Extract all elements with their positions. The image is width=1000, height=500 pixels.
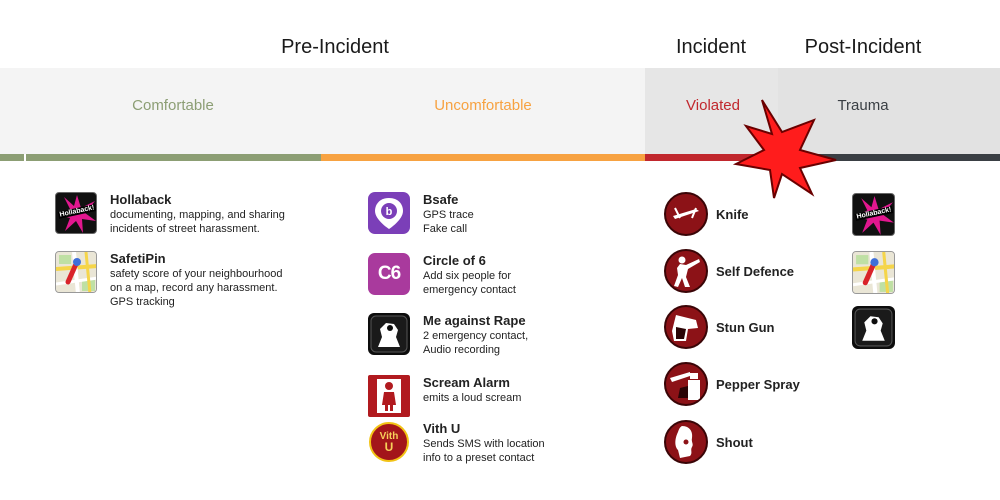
shout-icon: [664, 420, 708, 464]
tool-pepper-spray[interactable]: Pepper Spray: [664, 362, 800, 406]
circle-of-6-logo-text: C6: [377, 263, 401, 284]
app-desc-line: Fake call: [423, 223, 468, 235]
stripe-violated: [645, 154, 755, 161]
app-vith-u[interactable]: Vith U Vith U Sends SMS with location in…: [368, 421, 545, 465]
app-me-against-rape[interactable]: Me against Rape 2 emergency contact, Aud…: [368, 313, 528, 357]
vith-u-icon: Vith U: [368, 421, 410, 463]
app-desc-line: documenting, mapping, and sharing: [110, 209, 285, 221]
map-pin-icon: [55, 251, 97, 293]
app-circle-of-6[interactable]: C6 Circle of 6 Add six people for emerge…: [368, 253, 516, 297]
app-bsafe[interactable]: b Bsafe GPS trace Fake call: [368, 192, 474, 236]
app-desc-line: GPS tracking: [110, 296, 175, 308]
martial-arts-icon: [664, 249, 708, 293]
stripe-comfortable: [26, 154, 321, 161]
app-desc-line: emergency contact: [423, 284, 516, 296]
stage-label-comfortable: Comfortable: [132, 97, 214, 114]
stripe-uncomfortable: [321, 154, 645, 161]
phase-pre-incident: Pre-Incident: [281, 36, 389, 58]
svg-text:b: b: [386, 206, 393, 218]
app-desc-line: Add six people for: [423, 270, 512, 282]
app-desc-line: safety score of your neighbourhood: [110, 268, 283, 280]
map-pin-icon[interactable]: [852, 251, 895, 294]
burst-star-icon: [732, 99, 837, 199]
tool-name: Shout: [716, 434, 753, 450]
tool-name: Knife: [716, 206, 749, 222]
pepper-spray-icon: [664, 362, 708, 406]
app-desc-line: 2 emergency contact,: [423, 330, 529, 342]
tool-stun-gun[interactable]: Stun Gun: [664, 305, 775, 349]
vith-u-logo-text: U: [384, 440, 394, 454]
app-name: Bsafe: [423, 192, 459, 207]
phase-incident: Incident: [675, 36, 747, 58]
circle-of-6-icon: C6: [368, 253, 410, 295]
app-desc-line: Sends SMS with location: [423, 438, 545, 450]
me-against-rape-icon[interactable]: [852, 306, 895, 349]
app-desc-line: incidents of street harassment.: [110, 223, 260, 235]
stage-label-uncomfortable: Uncomfortable: [434, 97, 532, 114]
app-name: Hollaback: [110, 192, 172, 207]
tool-name: Pepper Spray: [716, 376, 800, 392]
stage-band-post: [778, 68, 1000, 154]
app-desc-line: Audio recording: [423, 344, 501, 356]
stage-label-trauma: Trauma: [837, 97, 889, 114]
app-desc-line: info to a preset contact: [423, 452, 535, 464]
tool-name: Self Defence: [716, 263, 795, 279]
tool-knife[interactable]: Knife: [664, 192, 749, 236]
stage-label-violated: Violated: [686, 97, 740, 114]
stun-gun-icon: [664, 305, 708, 349]
bsafe-icon: b: [368, 192, 410, 234]
tool-self-defence[interactable]: Self Defence: [664, 249, 794, 293]
app-desc-line: emits a loud scream: [423, 392, 522, 404]
app-name: Me against Rape: [423, 313, 526, 328]
app-safetipin[interactable]: SafetiPin safety score of your neighbour…: [55, 251, 282, 309]
vith-u-logo-text: Vith: [379, 431, 399, 442]
me-against-rape-icon: [368, 313, 410, 355]
scream-alarm-icon: [368, 375, 410, 417]
tool-shout[interactable]: Shout: [664, 420, 753, 464]
app-desc-line: GPS trace: [423, 209, 474, 221]
app-name: SafetiPin: [110, 251, 166, 266]
knife-icon: [664, 192, 708, 236]
app-name: Scream Alarm: [423, 375, 510, 390]
phase-post-incident: Post-Incident: [804, 36, 922, 58]
app-name: Vith U: [423, 421, 461, 436]
app-scream-alarm[interactable]: Scream Alarm emits a loud scream: [368, 375, 521, 417]
tool-name: Stun Gun: [716, 319, 775, 335]
stage-band-pre: [0, 68, 645, 154]
app-name: Circle of 6: [423, 253, 486, 268]
stripe-trauma: [755, 154, 1000, 161]
app-hollaback[interactable]: Hollaback! Hollaback documenting, mappin…: [55, 192, 285, 236]
hollaback-icon: Hollaback!: [55, 192, 97, 234]
app-desc-line: on a map, record any harassment.: [110, 282, 278, 294]
hollaback-icon[interactable]: Hollaback!: [852, 193, 895, 236]
stripe-lead: [0, 154, 24, 161]
